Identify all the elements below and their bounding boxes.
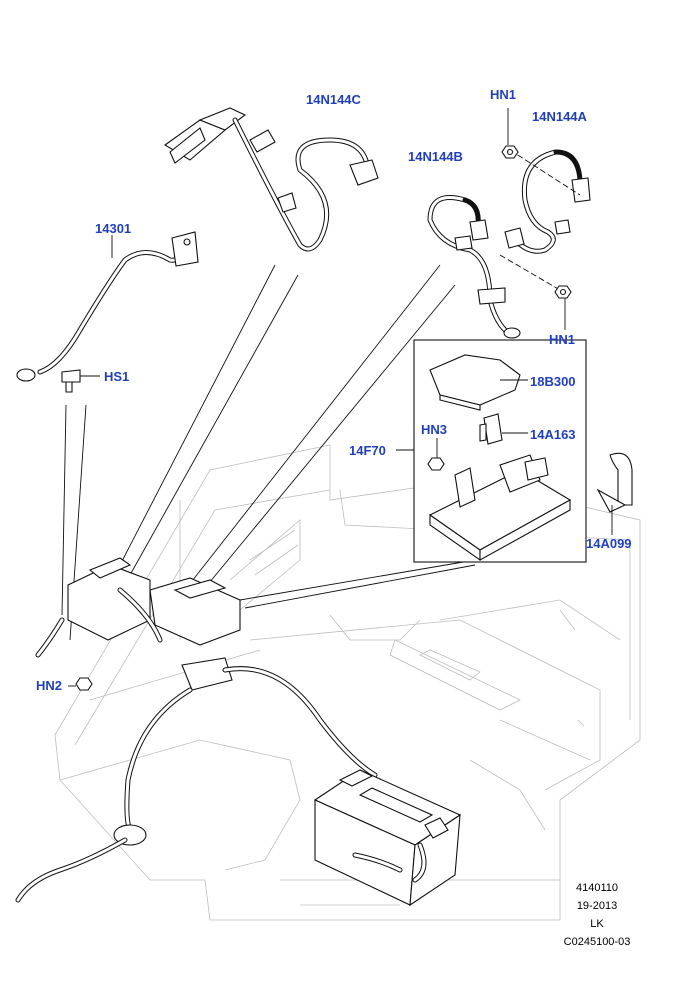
label-HN2: HN2 xyxy=(36,678,62,693)
bolt-HS1 xyxy=(61,369,100,393)
reference-number: 4140110 xyxy=(576,882,618,894)
label-14N144B: 14N144B xyxy=(408,149,463,164)
nut-HN1-top xyxy=(501,108,519,159)
leader-lines xyxy=(61,264,476,641)
label-HN1-bottom: HN1 xyxy=(549,332,575,347)
label-18B300: 18B300 xyxy=(530,374,576,389)
reference-code: LK xyxy=(590,918,604,930)
part-14N144B-cable xyxy=(427,195,521,339)
label-HS1: HS1 xyxy=(104,369,129,384)
callout-labels: 14N144C HN1 14N144A 14N144B 14301 HS1 HN… xyxy=(36,87,632,693)
label-14A163: 14A163 xyxy=(530,427,576,442)
installed-assembly xyxy=(15,557,462,907)
label-14301: 14301 xyxy=(95,221,131,236)
label-14N144A: 14N144A xyxy=(532,109,588,124)
label-14F70: 14F70 xyxy=(349,443,386,458)
label-HN1-top: HN1 xyxy=(490,87,516,102)
reference-block: 4140110 19-2013 LK C0245100-03 xyxy=(564,882,631,948)
terminal-cover-14A099 xyxy=(596,452,633,535)
label-14A099: 14A099 xyxy=(586,536,632,551)
part-14N144A-cable xyxy=(499,149,591,291)
reference-date: 19-2013 xyxy=(577,900,617,912)
label-14N144C: 14N144C xyxy=(306,92,362,107)
reference-id: C0245100-03 xyxy=(564,936,631,948)
nut-HN1-bottom xyxy=(554,285,572,330)
part-14301-cable xyxy=(16,231,199,382)
fuse-box-group-14F70 xyxy=(396,339,587,563)
part-14N144C-cable xyxy=(163,107,379,252)
label-HN3: HN3 xyxy=(421,422,447,437)
